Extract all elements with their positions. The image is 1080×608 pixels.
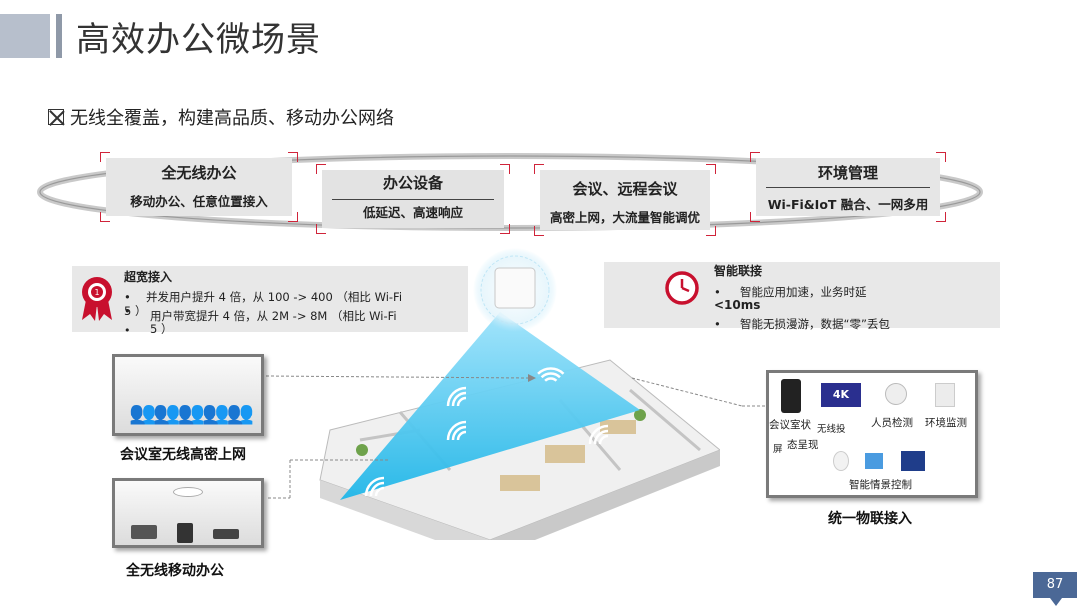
panel-title: 超宽接入 — [124, 270, 173, 284]
tablet-icon — [177, 523, 193, 543]
room-status-screen-icon — [781, 379, 801, 413]
meeting-room-image: 👥👥👥👥👥 — [112, 354, 264, 436]
wifi-icon — [364, 476, 386, 502]
smart-connect-panel: 智能联接 •智能应用加速，业务时延 <10ms •智能无损漫游，数据“零”丢包 — [604, 262, 1000, 331]
ultra-wide-access-panel: 1 超宽接入 并发用户提升 4 倍，从 100 -> 400 （相比 Wi-Fi… — [72, 266, 468, 337]
laptop-icon — [131, 525, 157, 539]
category-meeting: 会议、远程会议 高密上网，大流量智能调优 — [534, 164, 716, 236]
iot-item-label: 屏 — [773, 444, 783, 455]
panel-bullet: •智能应用加速，业务时延 — [714, 285, 867, 299]
wifi-icon — [446, 420, 468, 446]
mobile-office-label: 全无线移动办公 — [126, 563, 224, 579]
category-desc: 高密上网，大流量智能调优 — [549, 210, 700, 225]
people-group-icon: 👥👥👥👥👥 — [129, 401, 254, 426]
wifi-icon — [588, 424, 610, 450]
iot-label: 统一物联接入 — [828, 511, 912, 527]
category-divider — [766, 187, 930, 188]
category-environment: 环境管理 Wi-Fi&IoT 融合、一网多用 — [750, 152, 946, 222]
presence-sensor-icon — [885, 383, 907, 405]
panel-title: 智能联接 — [714, 264, 763, 278]
svg-text:1: 1 — [94, 288, 99, 297]
clock-icon — [665, 271, 699, 305]
connector-line-right — [631, 377, 766, 407]
title-accent-bar-thin — [56, 14, 62, 58]
iot-item-label: 环境监测 — [925, 417, 967, 429]
panel-bullet-2: 用户带宽提升 4 倍，从 2M -> 8M （相比 Wi-Fi 5 ） — [150, 309, 397, 336]
page-number-badge: 87 — [1033, 572, 1077, 606]
iot-devices-image: 4K 会议室状 无线投 人员检测 环境监测 屏 态呈现 智能情景控制 — [766, 370, 978, 498]
category-desc: 低延迟、高速响应 — [362, 205, 463, 220]
panel-bullet: •智能无损漫游，数据“零”丢包 — [714, 317, 890, 331]
projection-4k-icon: 4K — [821, 383, 861, 407]
connector-lines — [265, 374, 536, 499]
iot-item-label: 态呈现 — [787, 439, 819, 451]
subtitle-text: 无线全覆盖，构建高品质、移动办公网络 — [70, 108, 394, 129]
category-title: 会议、远程会议 — [572, 180, 678, 198]
category-title: 环境管理 — [817, 164, 878, 182]
category-desc: Wi-Fi&IoT 融合、一网多用 — [767, 197, 929, 212]
category-title: 办公设备 — [382, 174, 443, 192]
latency-value: <10ms — [714, 298, 761, 312]
iot-item-label: 无线投 — [817, 424, 846, 435]
wifi-icon — [532, 358, 567, 393]
panel-bullet: 并发用户提升 4 倍，从 100 -> 400 （相比 Wi-Fi — [120, 290, 466, 304]
subtitle: 无线全覆盖，构建高品质、移动办公网络 — [48, 104, 394, 130]
curtain-icon — [901, 451, 925, 471]
mobile-office-image — [112, 478, 264, 548]
panel-bullet-cont: 5 ） — [120, 304, 466, 318]
access-point-icon — [173, 487, 203, 497]
category-desc: 移动办公、任意位置接入 — [130, 194, 268, 209]
iot-item-label: 智能情景控制 — [849, 479, 912, 491]
category-office-devices: 办公设备 低延迟、高速响应 — [316, 164, 510, 234]
iot-item-label: 会议室状 — [769, 419, 811, 431]
bullet-dot: • — [124, 324, 131, 337]
wifi-coverage-graphic — [319, 248, 720, 540]
page-title: 高效办公微场景 — [76, 20, 321, 60]
checkbox-x-icon — [48, 109, 64, 125]
iot-item-label: 人员检测 — [871, 417, 913, 429]
bulb-icon — [833, 451, 849, 471]
award-ribbon-icon: 1 — [82, 277, 112, 321]
category-divider — [332, 199, 494, 200]
wifi-icon — [446, 386, 468, 412]
title-accent-bar — [0, 14, 50, 58]
meeting-room-label: 会议室无线高密上网 — [120, 447, 246, 463]
category-title: 全无线办公 — [161, 164, 237, 182]
category-ring — [37, 153, 983, 231]
control-panel-icon — [865, 453, 883, 469]
phone-icon — [213, 529, 239, 539]
environment-sensor-icon — [935, 383, 955, 407]
category-wireless-office: 全无线办公 移动办公、任意位置接入 — [100, 152, 298, 222]
